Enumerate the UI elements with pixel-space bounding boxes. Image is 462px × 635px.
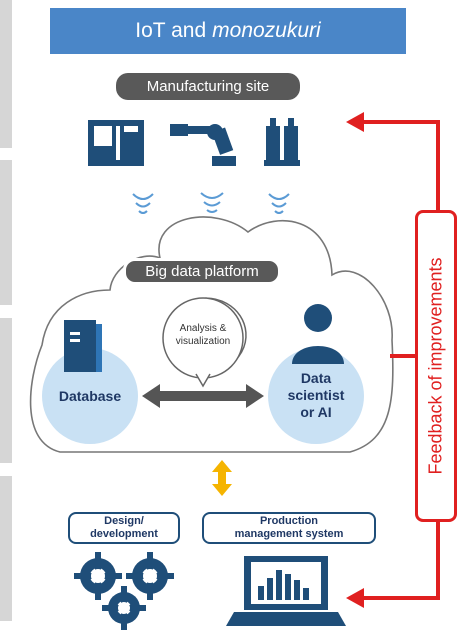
- feedback-arrowhead-bottom: [346, 588, 364, 608]
- laptop-icon: [226, 556, 346, 626]
- analysis-label: Analysis & visualization: [162, 322, 244, 348]
- signal-icon-1: [132, 193, 154, 214]
- production-line-1: Production: [259, 515, 319, 527]
- manufacturing-site-label: Manufacturing site: [116, 73, 300, 100]
- title-emphasis: monozukuri: [212, 19, 321, 42]
- design-line-2: development: [90, 528, 158, 540]
- signal-icon-2: [200, 192, 224, 213]
- scientist-circle: [268, 348, 364, 444]
- title-banner: IoT and monozukuri: [50, 8, 406, 54]
- big-data-platform-label: Big data platform: [123, 258, 281, 285]
- feedback-arrows: [360, 120, 440, 600]
- title-prefix: IoT and: [135, 19, 207, 42]
- database-server-icon: [64, 320, 102, 372]
- data-scientist-icon: [292, 304, 344, 364]
- production-management-label: Production management system: [202, 512, 376, 544]
- data-scientist-line-2: scientist: [287, 387, 345, 403]
- left-tab-3: [0, 318, 12, 463]
- feedback-arrowhead-top: [346, 112, 364, 132]
- left-tab-2: [0, 160, 12, 305]
- data-scientist-line-3: or AI: [300, 404, 332, 420]
- analysis-line-2: visualization: [175, 336, 231, 347]
- production-line-2: management system: [234, 528, 344, 540]
- data-scientist-line-1: Data: [300, 370, 332, 386]
- left-tab-4: [0, 476, 12, 621]
- design-development-label: Design/ development: [68, 512, 180, 544]
- feedback-label: Feedback of improvements: [425, 257, 446, 475]
- robot-arm-icon: [170, 124, 236, 166]
- left-tab-1: [0, 0, 12, 148]
- feedback-box: [415, 210, 457, 522]
- database-label: Database: [58, 388, 122, 404]
- exchange-arrow: [142, 384, 264, 408]
- data-scientist-label: Data scientist or AI: [274, 370, 358, 421]
- gears-icon: [74, 552, 174, 630]
- sync-arrow: [212, 460, 232, 496]
- design-line-1: Design/: [104, 515, 144, 527]
- analysis-line-1: Analysis &: [179, 323, 227, 334]
- signal-icon-3: [268, 193, 290, 214]
- machine-icon: [88, 120, 144, 166]
- tanks-icon: [264, 118, 300, 166]
